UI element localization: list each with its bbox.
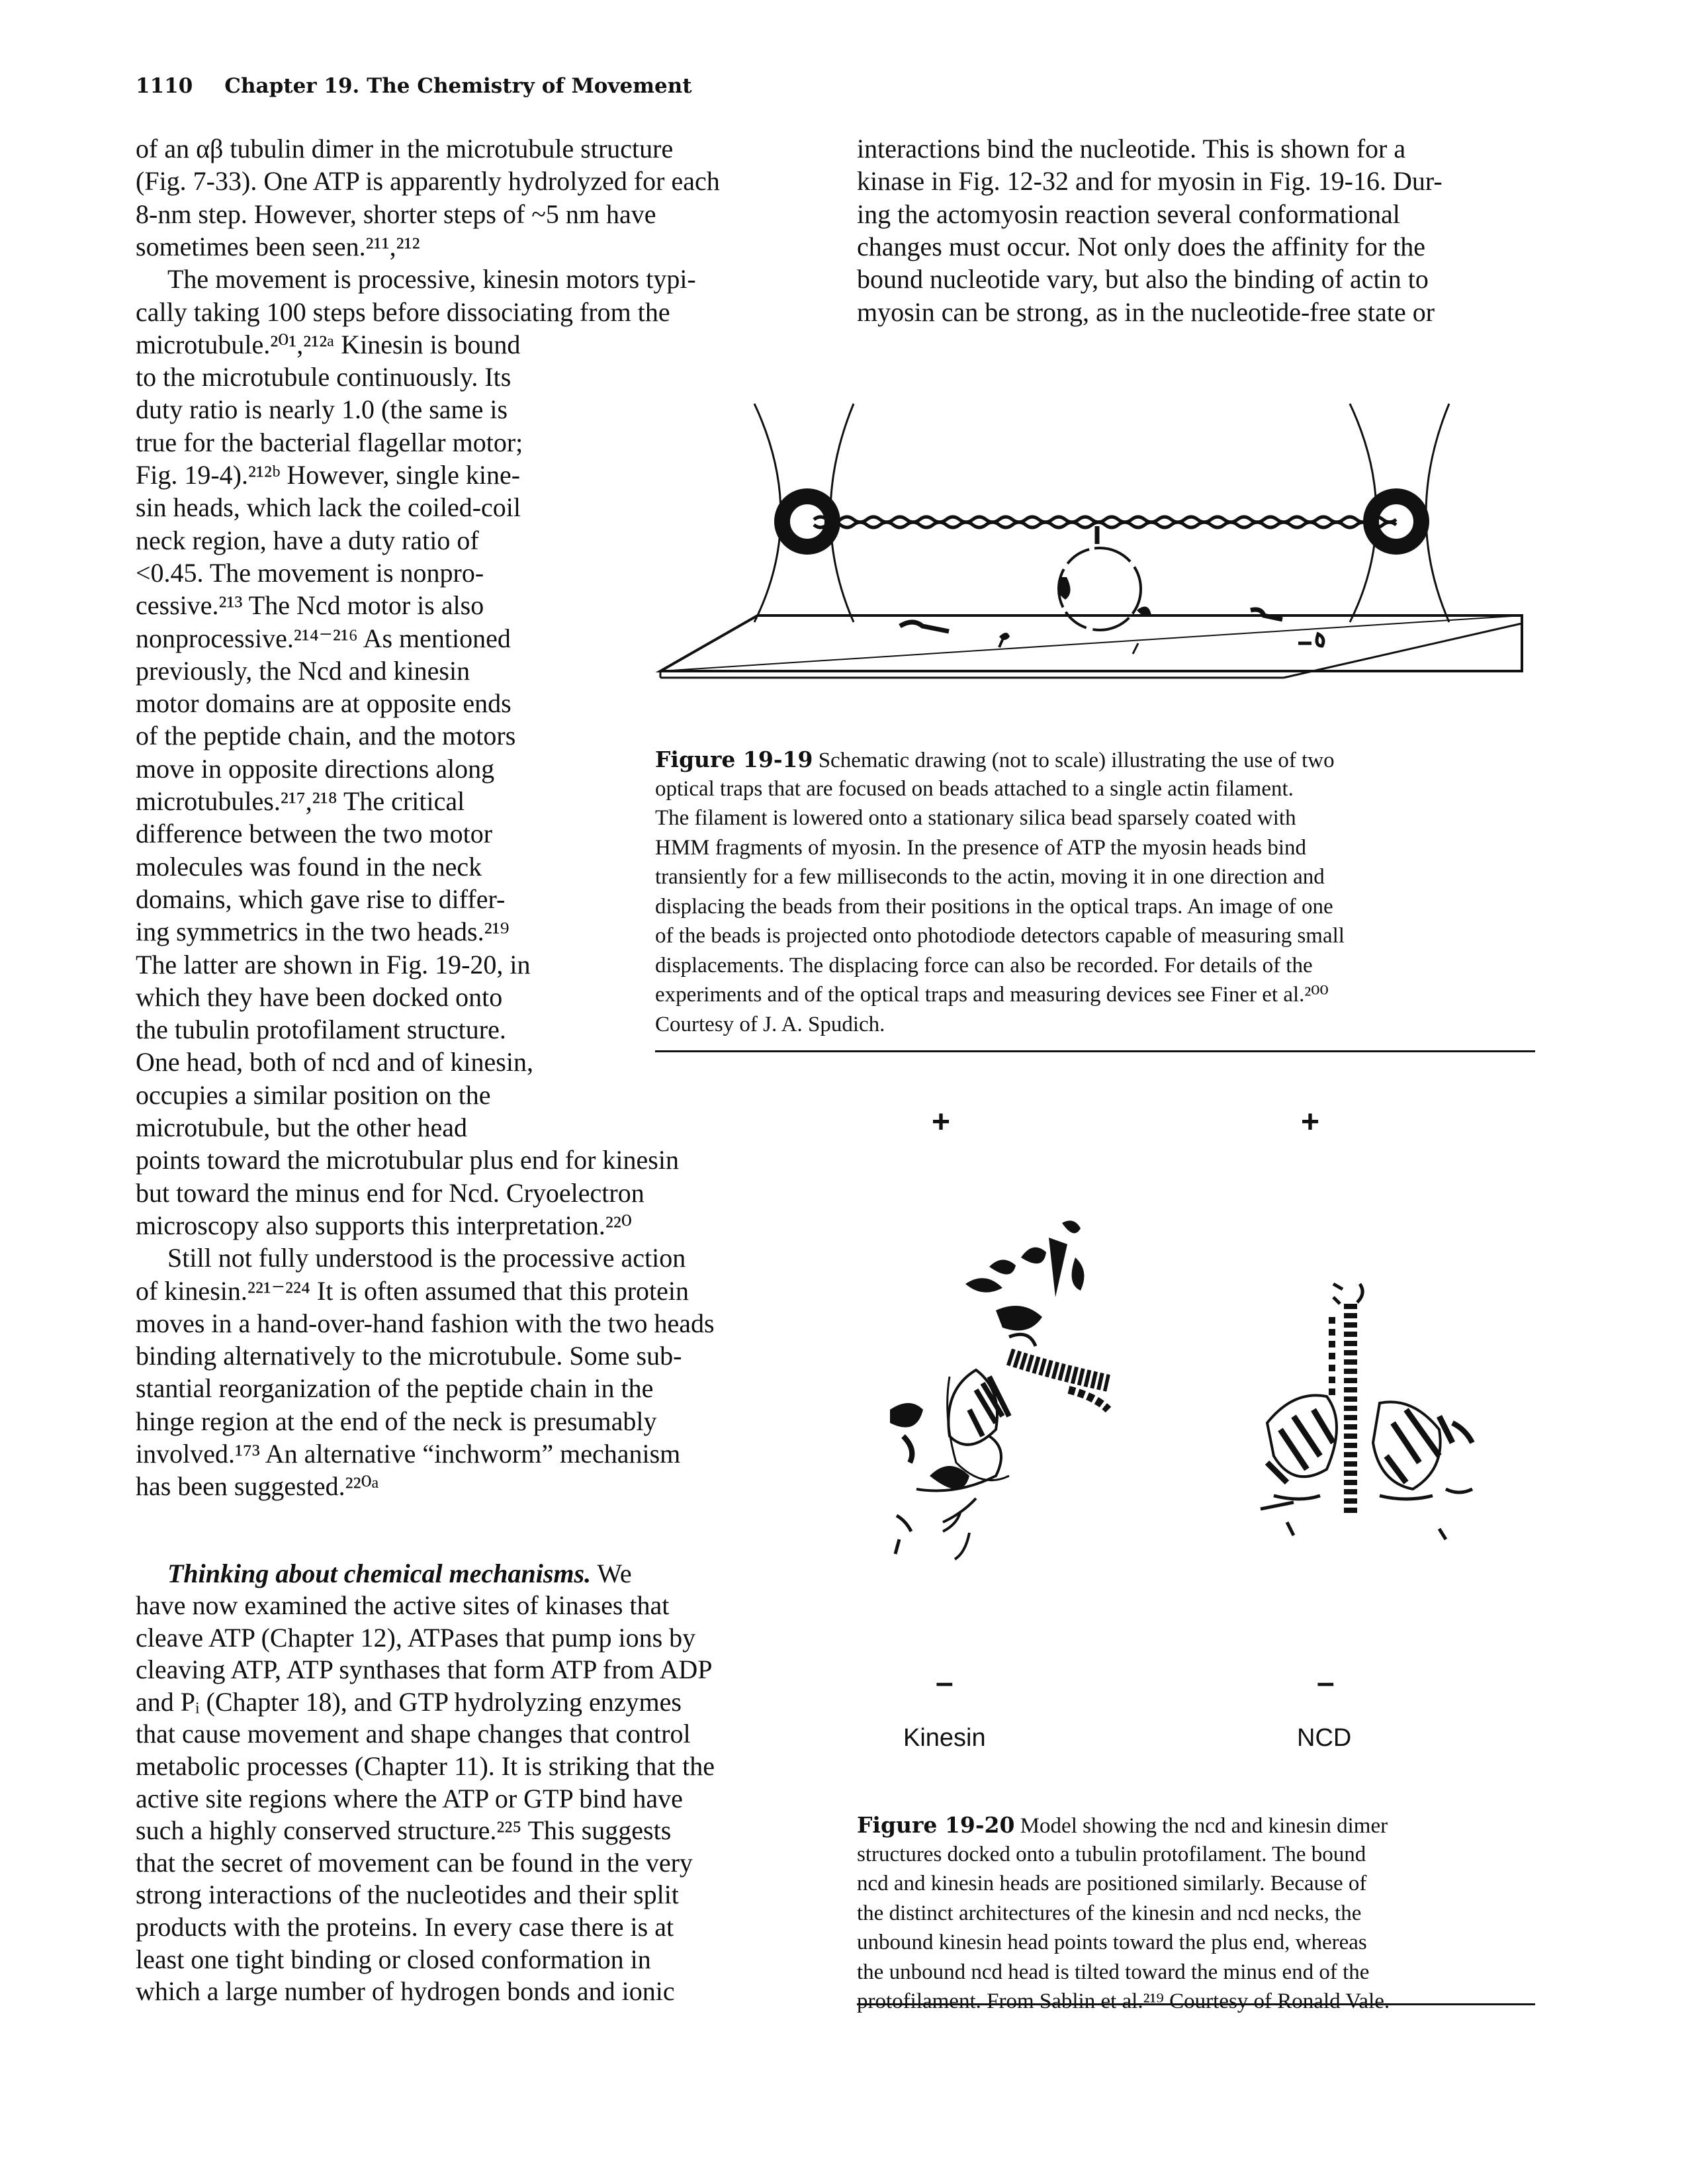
caption-line: structures docked onto a tubulin protofi… [857,1842,1366,1866]
body-text-line: ing symmetrics in the two heads.²¹⁹ [136,917,510,947]
body-text-line: (Fig. 7-33). One ATP is apparently hydro… [136,166,720,197]
caption-line: displacements. The displacing force can … [655,953,1313,978]
body-text-line: <0.45. The movement is nonpro- [136,557,484,588]
caption-text: Model showing the ncd and kinesin dimer [1014,1814,1388,1838]
body-text-line: microtubule, but the other head [136,1113,467,1142]
caption-line: the unbound ncd head is tilted toward th… [857,1960,1370,1984]
figure-label: Figure 19-20 [857,1812,1015,1838]
body-text-line: domains, which gave rise to differ- [136,884,506,914]
body-text-line: cally taking 100 steps before dissociati… [136,296,670,327]
page-number: 1110 [136,74,193,98]
figure-19-19-drawing [655,403,1523,679]
body-text-line: such a highly conserved structure.²²⁵ Th… [136,1815,672,1846]
body-text-line: bound nucleotide vary, but also the bind… [857,264,1429,295]
body-text-line: Still not fully understood is the proces… [167,1243,686,1273]
running-head: 1110 Chapter 19. The Chemistry of Movemen… [136,74,692,98]
body-text-line: previously, the Ncd and kinesin [136,655,470,686]
caption-line: HMM fragments of myosin. In the presence… [655,835,1307,860]
body-text-line: the tubulin protofilament structure. [136,1015,506,1045]
body-text-line: kinase in Fig. 12-32 and for myosin in F… [857,166,1443,197]
body-text-line: least one tight binding or closed confor… [136,1944,651,1974]
body-text-line: strong interactions of the nucleotides a… [136,1880,679,1910]
body-text-line: microtubule.²⁰¹,²¹²ᵃ Kinesin is bound [136,329,521,359]
section-heading-line: Thinking about chemical mechanisms. We [167,1557,632,1590]
figure-19-19-rule [655,1050,1535,1052]
caption-line: Courtesy of J. A. Spudich. [655,1012,885,1036]
body-text-line: stantial reorganization of the peptide c… [136,1373,654,1404]
body-text-line: One head, both of ncd and of kinesin, [136,1047,533,1077]
body-text-line: true for the bacterial flagellar motor; [136,427,523,457]
body-text-line: active site regions where the ATP or GTP… [136,1783,683,1813]
body-text-line: cleave ATP (Chapter 12), ATPases that pu… [136,1622,696,1653]
minus-end-kinesin: – [936,1665,954,1700]
body-text-line: nonprocessive.²¹⁴⁻²¹⁶ As mentioned [136,623,511,653]
body-text-line: occupies a similar position on the [136,1079,491,1110]
body-text-line: points toward the microtubular plus end … [136,1145,679,1175]
body-text-line: microtubules.²¹⁷,²¹⁸ The critical [136,786,465,816]
body-text-line: Fig. 19-4).²¹²ᵇ However, single kine- [136,460,521,490]
minus-end-ncd: – [1317,1665,1335,1700]
body-text-line: The movement is processive, kinesin moto… [167,264,696,295]
body-text-line: which they have been docked onto [136,981,503,1012]
caption-line: transiently for a few milliseconds to th… [655,865,1325,889]
body-text-line: that cause movement and shape changes th… [136,1719,691,1749]
body-text-line: metabolic processes (Chapter 11). It is … [136,1751,715,1781]
section-text: We [591,1559,632,1588]
kinesin-label: Kinesin [903,1724,986,1752]
caption-line: of the beads is projected onto photodiod… [655,924,1345,948]
body-text-line: microscopy also supports this interpreta… [136,1210,632,1240]
ncd-label: NCD [1297,1724,1352,1752]
caption-line: Figure 19-20 Model showing the ncd and k… [857,1810,1388,1841]
body-text-line: ing the actomyosin reaction several conf… [857,199,1400,229]
body-text-line: that the secret of movement can be found… [136,1847,693,1878]
caption-line: the distinct architectures of the kinesi… [857,1901,1362,1925]
kinesin-structure-drawing [890,1220,1112,1561]
body-text-line: molecules was found in the neck [136,851,482,882]
body-text-line: hinge region at the end of the neck is p… [136,1406,657,1436]
plus-end-ncd: + [1301,1105,1320,1140]
body-text-line: moves in a hand-over-hand fashion with t… [136,1308,715,1338]
figure-19-20-rule [857,2003,1535,2005]
body-text-line: myosin can be strong, as in the nucleoti… [857,296,1435,327]
ncd-structure-drawing [1260,1282,1475,1541]
chapter-title: Chapter 19. The Chemistry of Movement [224,74,692,98]
body-text-line: of the peptide chain, and the motors [136,721,516,751]
body-text-line: products with the proteins. In every cas… [136,1912,674,1942]
body-text-line: move in opposite directions along [136,753,495,784]
caption-text: Schematic drawing (not to scale) illustr… [813,749,1335,772]
caption-line: experiments and of the optical traps and… [655,983,1329,1007]
body-text-line: interactions bind the nucleotide. This i… [857,134,1406,163]
body-text-line: involved.¹⁷³ An alternative “inchworm” m… [136,1439,681,1469]
caption-line: unbound kinesin head points toward the p… [857,1931,1367,1954]
caption-line: The filament is lowered onto a stationar… [655,806,1296,830]
body-text-line: binding alternatively to the microtubule… [136,1341,682,1371]
caption-line: optical traps that are focused on beads … [655,776,1294,801]
body-text-line: have now examined the active sites of ki… [136,1590,670,1620]
body-text-line: sometimes been seen.²¹¹,²¹² [136,231,420,261]
body-text-line: changes must occur. Not only does the af… [857,231,1426,261]
body-text-line: neck region, have a duty ratio of [136,525,479,555]
body-text-line: and Pᵢ (Chapter 18), and GTP hydrolyzing… [136,1686,682,1717]
plus-end-kinesin: + [932,1105,951,1140]
body-text-line: difference between the two motor [136,819,493,849]
caption-line: Figure 19-19 Schematic drawing (not to s… [655,745,1335,776]
caption-line: protofilament. From Sablin et al.²¹⁹ Cou… [857,1989,1390,2013]
body-text-line: but toward the minus end for Ncd. Cryoel… [136,1177,644,1208]
body-text-line: of an αβ tubulin dimer in the microtubul… [136,134,674,163]
body-text-line: sin heads, which lack the coiled-coil [136,492,521,523]
body-text-line: to the microtubule continuously. Its [136,362,511,392]
body-text-line: 8-nm step. However, shorter steps of ~5 … [136,199,656,229]
body-text-line: has been suggested.²²⁰ᵃ [136,1471,379,1502]
section-heading: Thinking about chemical mechanisms. [167,1559,592,1588]
body-text-line: duty ratio is nearly 1.0 (the same is [136,394,508,425]
figure-label: Figure 19-19 [655,747,813,772]
body-text-line: which a large number of hydrogen bonds a… [136,1976,675,2007]
body-text-line: The latter are shown in Fig. 19-20, in [136,949,531,979]
body-text-line: cessive.²¹³ The Ncd motor is also [136,590,484,621]
body-text-line: cleaving ATP, ATP synthases that form AT… [136,1655,713,1685]
caption-line: ncd and kinesin heads are positioned sim… [857,1872,1367,1895]
body-text-line: of kinesin.²²¹⁻²²⁴ It is often assumed t… [136,1275,689,1306]
caption-line: displacing the beads from their position… [655,894,1333,919]
body-text-line: motor domains are at opposite ends [136,688,511,719]
